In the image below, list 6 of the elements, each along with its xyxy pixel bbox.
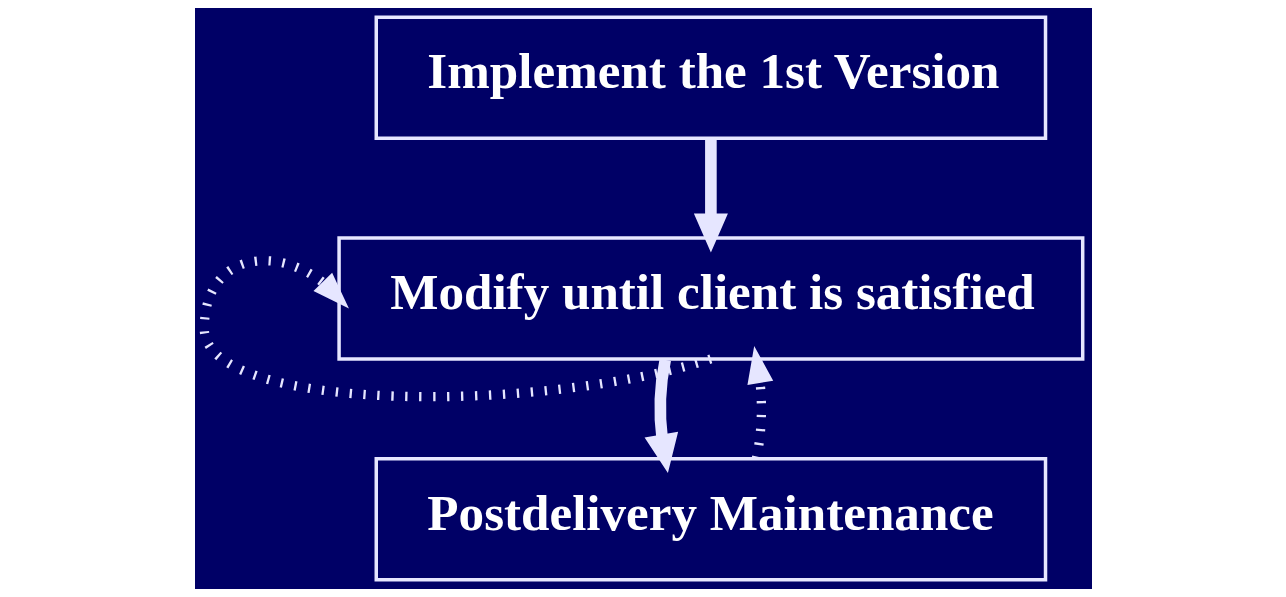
arrow — [693, 139, 728, 253]
node-box: Modify until client is satisfied — [336, 236, 1084, 361]
node-box: Implement the 1st Version — [374, 15, 1047, 140]
arrow — [746, 346, 773, 460]
node-box: Postdelivery Maintenance — [374, 457, 1047, 582]
arrow — [644, 358, 678, 473]
